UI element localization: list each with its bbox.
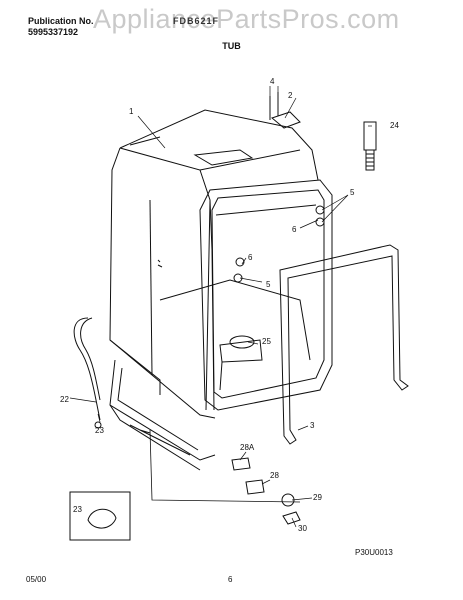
- footer-date: 05/00: [26, 575, 47, 584]
- callout-30: 30: [298, 524, 307, 533]
- publication-header: Publication No. 5995337192: [28, 16, 94, 38]
- tub-body: [109, 109, 319, 419]
- callout-1: 1: [129, 107, 134, 116]
- callout-22: 22: [60, 395, 69, 404]
- callout-25: 25: [262, 337, 271, 346]
- callout-23b: 23: [73, 505, 82, 514]
- vent-part: [363, 121, 377, 171]
- inset-part-box: [69, 491, 131, 541]
- screws-upper-right: [233, 205, 325, 283]
- model-number: FDB621F: [173, 16, 220, 26]
- callout-3: 3: [310, 421, 315, 430]
- callout-6b: 6: [248, 253, 253, 262]
- publication-number: 5995337192: [28, 27, 79, 37]
- figure-id: P30U0013: [355, 548, 393, 557]
- callout-5a: 5: [350, 188, 355, 197]
- callout-6a: 6: [292, 225, 297, 234]
- door-gasket-part: [279, 244, 409, 445]
- publication-label: Publication No.: [28, 16, 94, 26]
- callout-23a: 23: [95, 426, 104, 435]
- leader-lines: [69, 86, 372, 528]
- section-title: TUB: [222, 41, 241, 51]
- bracket-part: [269, 92, 301, 129]
- watermark: AppliancePartsPros.com: [93, 4, 400, 34]
- tub-front-frame: [199, 179, 333, 411]
- lower-frame: [109, 359, 216, 471]
- callout-24: 24: [390, 121, 399, 130]
- tub-base: [159, 279, 311, 391]
- callout-28: 28: [270, 471, 279, 480]
- callout-28a: 28A: [240, 443, 255, 452]
- callout-4: 4: [270, 77, 275, 86]
- drain-hose-part: [73, 317, 102, 429]
- lower-hardware: [149, 429, 301, 525]
- callout-5b: 5: [266, 280, 271, 289]
- callout-2: 2: [288, 91, 293, 100]
- callout-29: 29: [313, 493, 322, 502]
- footer-page-number: 6: [228, 575, 233, 584]
